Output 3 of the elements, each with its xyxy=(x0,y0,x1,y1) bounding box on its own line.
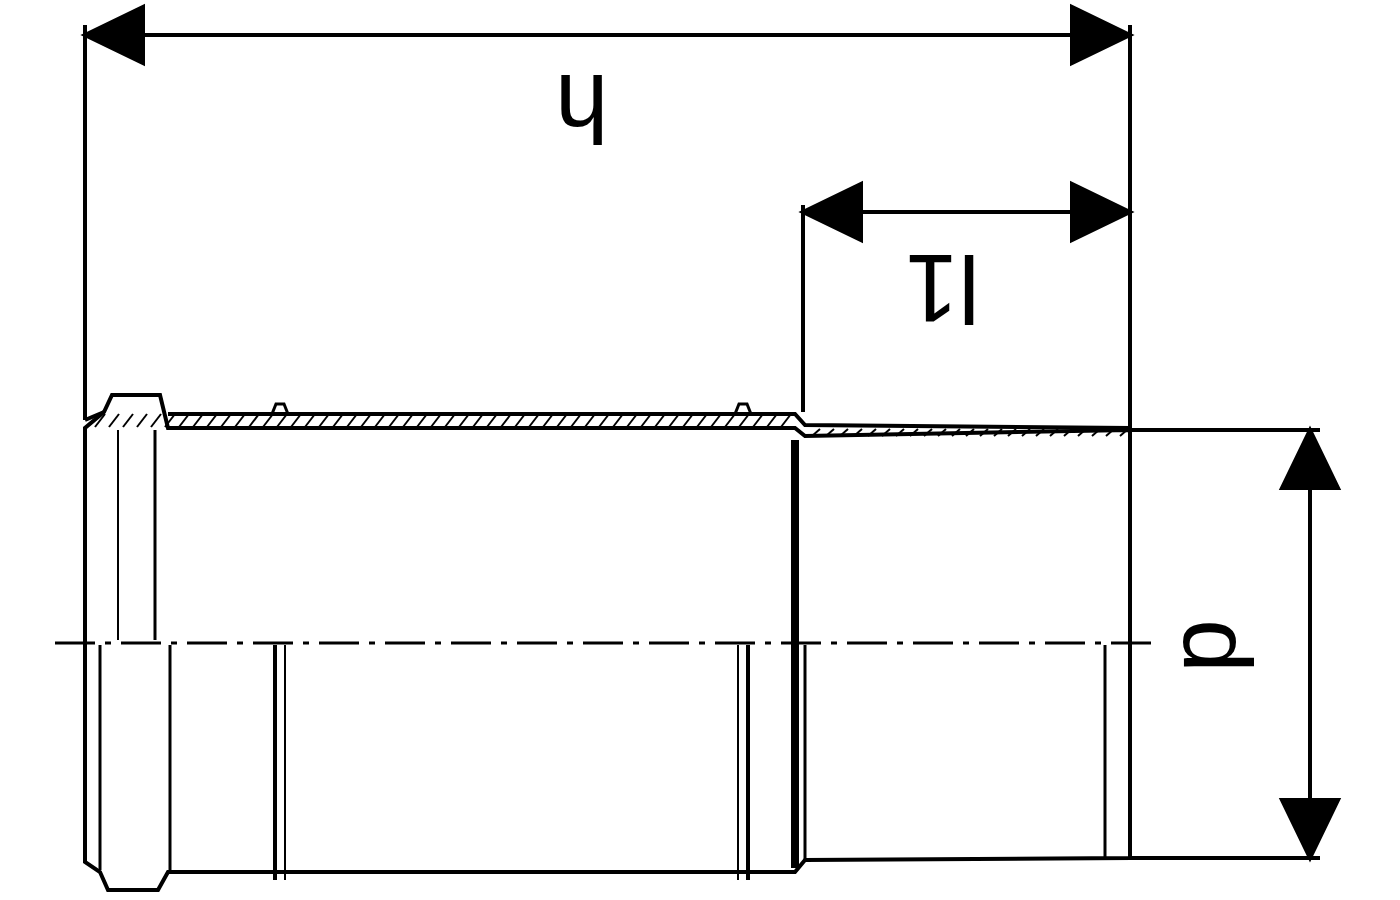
dimension-label: d xyxy=(1168,619,1265,673)
dimension-label: h xyxy=(555,60,609,156)
dimension-label: l1 xyxy=(905,240,980,336)
